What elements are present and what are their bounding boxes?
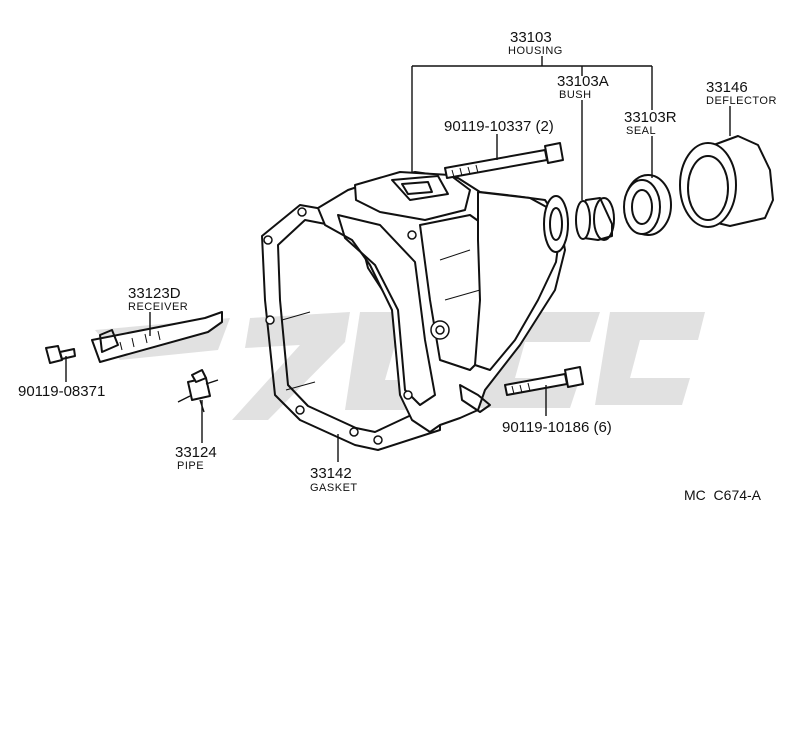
diagram-code: MC C674-A [684, 487, 762, 503]
bolt-receiver-number: 90119-08371 [18, 383, 105, 400]
housing-number: 33103 [510, 29, 552, 46]
housing-drawing [317, 171, 569, 433]
gasket-name: GASKET [310, 482, 358, 494]
pipe-name: PIPE [177, 460, 204, 472]
bolt-upper-drawing [444, 142, 564, 179]
receiver-number: 33123D [128, 285, 181, 302]
seal-name: SEAL [626, 125, 656, 137]
leader-lines [65, 56, 731, 462]
bolt-upper-number: 90119-10337 (2) [444, 118, 554, 135]
pipe-number: 33124 [175, 444, 217, 461]
bolt-lower-number: 90119-10186 (6) [502, 419, 612, 436]
bolt-receiver-drawing [45, 345, 76, 364]
labels: 33103 HOUSING 33103A BUSH 33103R SEAL 33… [18, 29, 777, 503]
receiver-name: RECEIVER [128, 301, 188, 313]
receiver-drawing [91, 311, 223, 363]
gasket-number: 33142 [310, 465, 352, 482]
bush-number: 33103A [557, 73, 609, 90]
housing-name: HOUSING [508, 45, 563, 57]
bush-name: BUSH [559, 89, 592, 101]
seal-drawing [623, 174, 672, 236]
deflector-name: DEFLECTOR [706, 95, 777, 107]
deflector-number: 33146 [706, 79, 748, 96]
bush-drawing [575, 197, 615, 241]
pipe-drawing [177, 369, 219, 413]
seal-number: 33103R [624, 109, 677, 126]
bolt-lower-drawing [504, 366, 584, 396]
deflector-drawing [679, 135, 774, 228]
